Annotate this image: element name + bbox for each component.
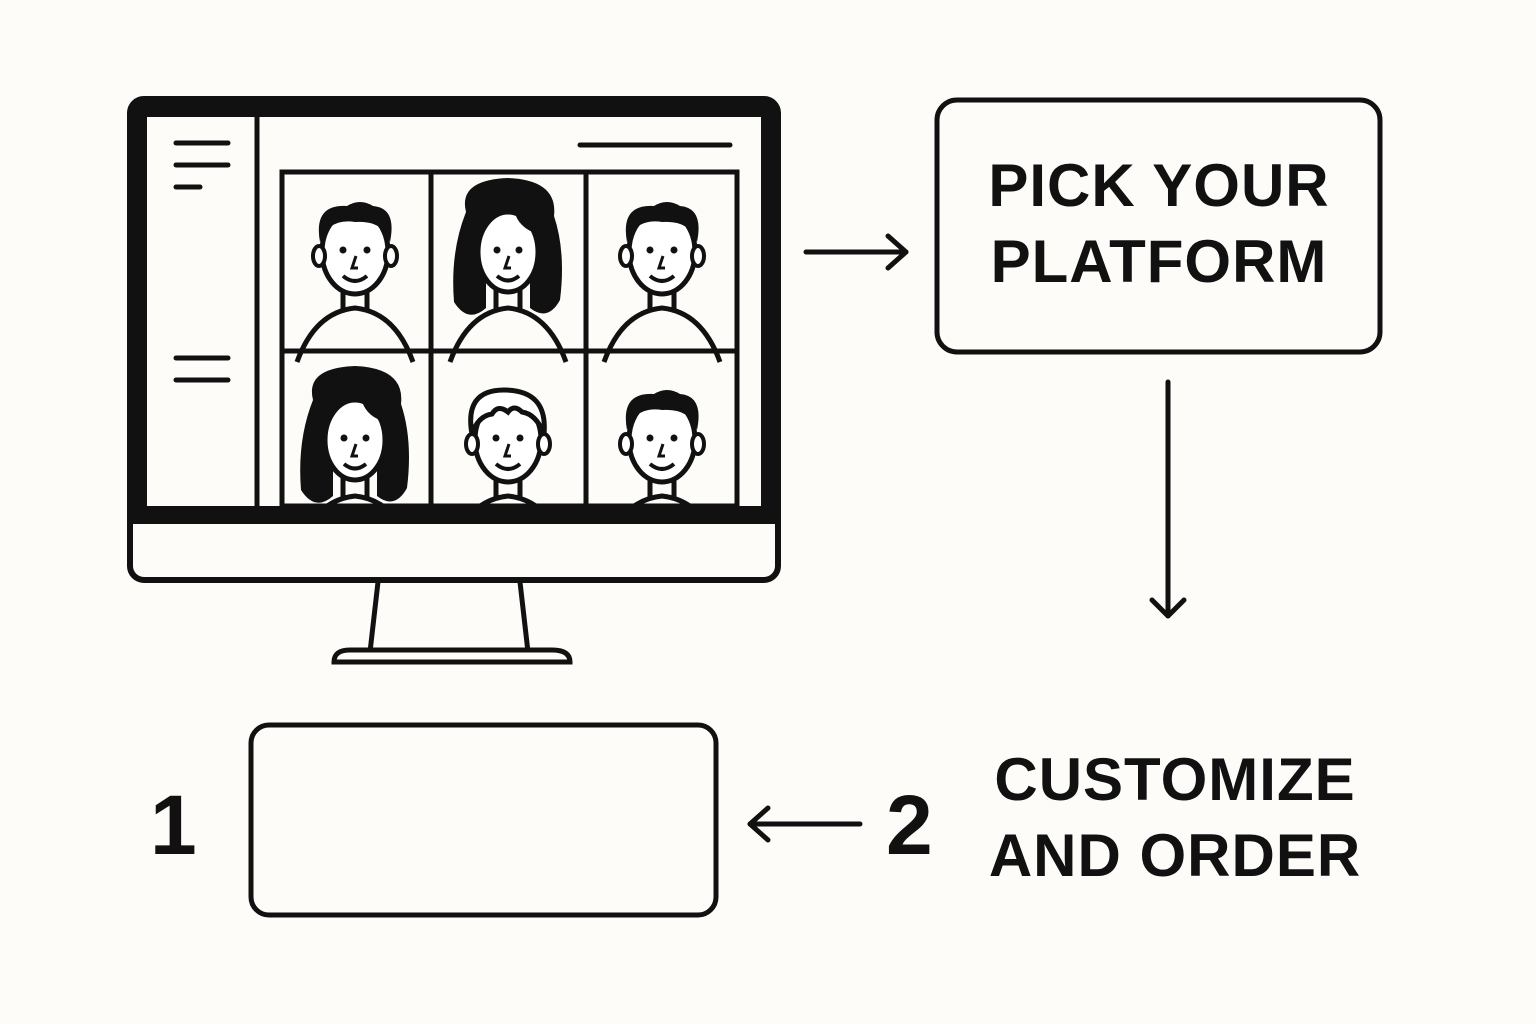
participant-6 [604, 390, 720, 550]
step-one-box [248, 722, 719, 918]
monitor-stand [367, 581, 531, 653]
monitor-bezel-left [130, 110, 147, 522]
monitor-icon [127, 96, 781, 665]
participant-5 [450, 390, 566, 550]
sidebar-menu-lines [173, 140, 231, 383]
customize-line-2: AND ORDER [988, 822, 1362, 889]
monitor-base [331, 647, 573, 665]
participant-1 [297, 202, 413, 362]
customize-line-1: CUSTOMIZE [994, 746, 1356, 813]
pick-platform-label: PICK YOUR PLATFORM [936, 148, 1382, 300]
arrow-down-icon [1149, 379, 1187, 619]
participant-2 [450, 178, 566, 362]
pick-platform-box [934, 97, 1383, 355]
pick-platform-line-2: PLATFORM [990, 228, 1328, 295]
monitor-bezel-right [761, 110, 778, 522]
arrow-right-icon [803, 233, 909, 271]
pick-platform-line-1: PICK YOUR [988, 152, 1330, 219]
step-two-number: 2 [886, 778, 933, 872]
arrow-left-icon [747, 805, 863, 843]
monitor-bezel-bottom [130, 506, 778, 524]
participant-3 [604, 202, 720, 362]
monitor-bezel-top [130, 99, 778, 117]
customize-order-label: CUSTOMIZE AND ORDER [960, 742, 1390, 894]
step-one-number: 1 [150, 778, 197, 872]
video-call-grid [279, 169, 740, 550]
